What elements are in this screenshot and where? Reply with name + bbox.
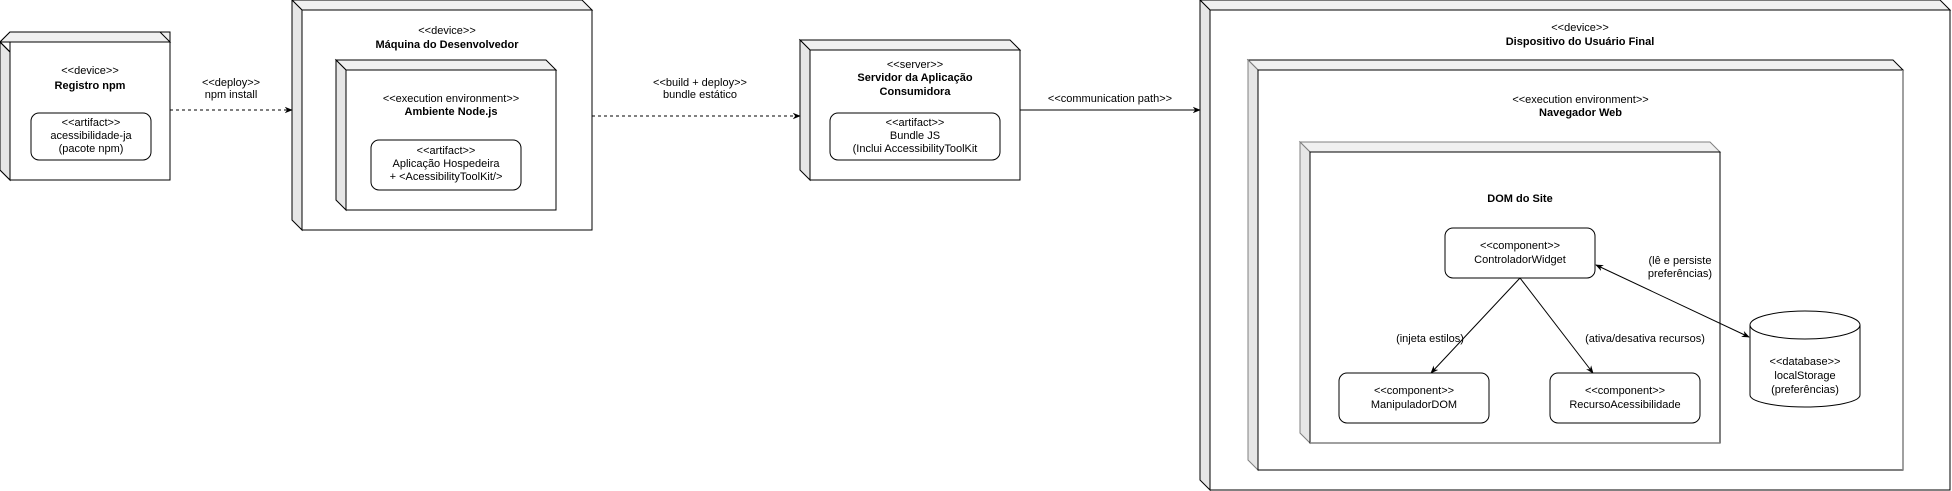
navegador-stereotype: <<execution environment>>: [1512, 94, 1649, 106]
database-stereotype: <<database>>: [1769, 356, 1841, 368]
edge-deploy-label: npm install: [204, 89, 258, 101]
nodejs-name: Ambiente Node.js: [404, 106, 498, 118]
edge-injeta-label: (injeta estilos): [1396, 333, 1464, 345]
app-artifact-detail: + <AcessibilityToolKit/>: [389, 171, 503, 183]
manipulador-name: ManipuladorDOM: [1370, 399, 1458, 411]
artifact-aplicacao-hospedeira[interactable]: [370, 139, 522, 191]
edge-ativa-desativa: [1519, 277, 1594, 374]
bundle-name: Bundle JS: [889, 130, 941, 142]
edge-deploy-stereotype: <<deploy>>: [201, 77, 261, 89]
edge-build-stereotype: <<build + deploy>>: [653, 77, 747, 89]
edge-ativa-label: (ativa/desativa recursos): [1585, 333, 1705, 345]
artifact-acessibilidade-ja[interactable]: [30, 112, 152, 161]
bundle-stereotype: <<artifact>>: [885, 117, 945, 129]
registro-npm-stereotype: <<device>>: [61, 65, 119, 77]
navegador-name: Navegador Web: [1539, 107, 1622, 119]
app-artifact-stereotype: <<artifact>>: [416, 145, 476, 157]
recurso-name: RecursoAcessibilidade: [1569, 399, 1681, 411]
manipulador-stereotype: <<component>>: [1373, 385, 1455, 397]
edge-injeta-estilos: [1430, 277, 1521, 374]
app-artifact-name: Aplicação Hospedeira: [392, 158, 500, 170]
edge-persiste-label-1: (lê e persiste: [1648, 255, 1712, 267]
dispositivo-name: Dispositivo do Usuário Final: [1505, 36, 1655, 48]
controlador-stereotype: <<component>>: [1479, 240, 1561, 252]
component-controlador-widget[interactable]: [1444, 227, 1596, 279]
servidor-stereotype: <<server>>: [886, 59, 944, 71]
artifact-detail: (pacote npm): [58, 143, 124, 155]
maquina-name: Máquina do Desenvolvedor: [375, 39, 519, 51]
database-name: localStorage: [1774, 370, 1836, 382]
maquina-stereotype: <<device>>: [418, 25, 476, 37]
recurso-stereotype: <<component>>: [1584, 385, 1666, 397]
artifact-name: acessibilidade-ja: [50, 130, 132, 142]
edge-build-label: bundle estático: [663, 89, 737, 101]
controlador-name: ControladorWidget: [1474, 254, 1566, 266]
servidor-name-2: Consumidora: [879, 86, 951, 98]
database-localstorage[interactable]: [1749, 310, 1861, 408]
database-detail: (preferências): [1771, 384, 1839, 396]
edge-persiste-label-2: preferências): [1647, 268, 1713, 280]
bundle-detail: (Inclui AccessibilityToolKit: [852, 143, 978, 155]
dispositivo-stereotype: <<device>>: [1551, 22, 1609, 34]
component-recurso-acessibilidade[interactable]: [1549, 372, 1701, 424]
dom-site-name: DOM do Site: [1487, 193, 1553, 205]
nodejs-stereotype: <<execution environment>>: [382, 93, 520, 105]
artifact-stereotype: <<artifact>>: [61, 117, 121, 129]
edge-le-persiste: [1595, 264, 1750, 338]
servidor-name-1: Servidor da Aplicação: [857, 72, 973, 84]
artifact-bundle-js[interactable]: [829, 112, 1001, 161]
registro-npm-name: Registro npm: [54, 80, 126, 92]
edge-communication-label: <<communication path>>: [1047, 93, 1173, 105]
component-manipulador-dom[interactable]: [1338, 372, 1490, 424]
